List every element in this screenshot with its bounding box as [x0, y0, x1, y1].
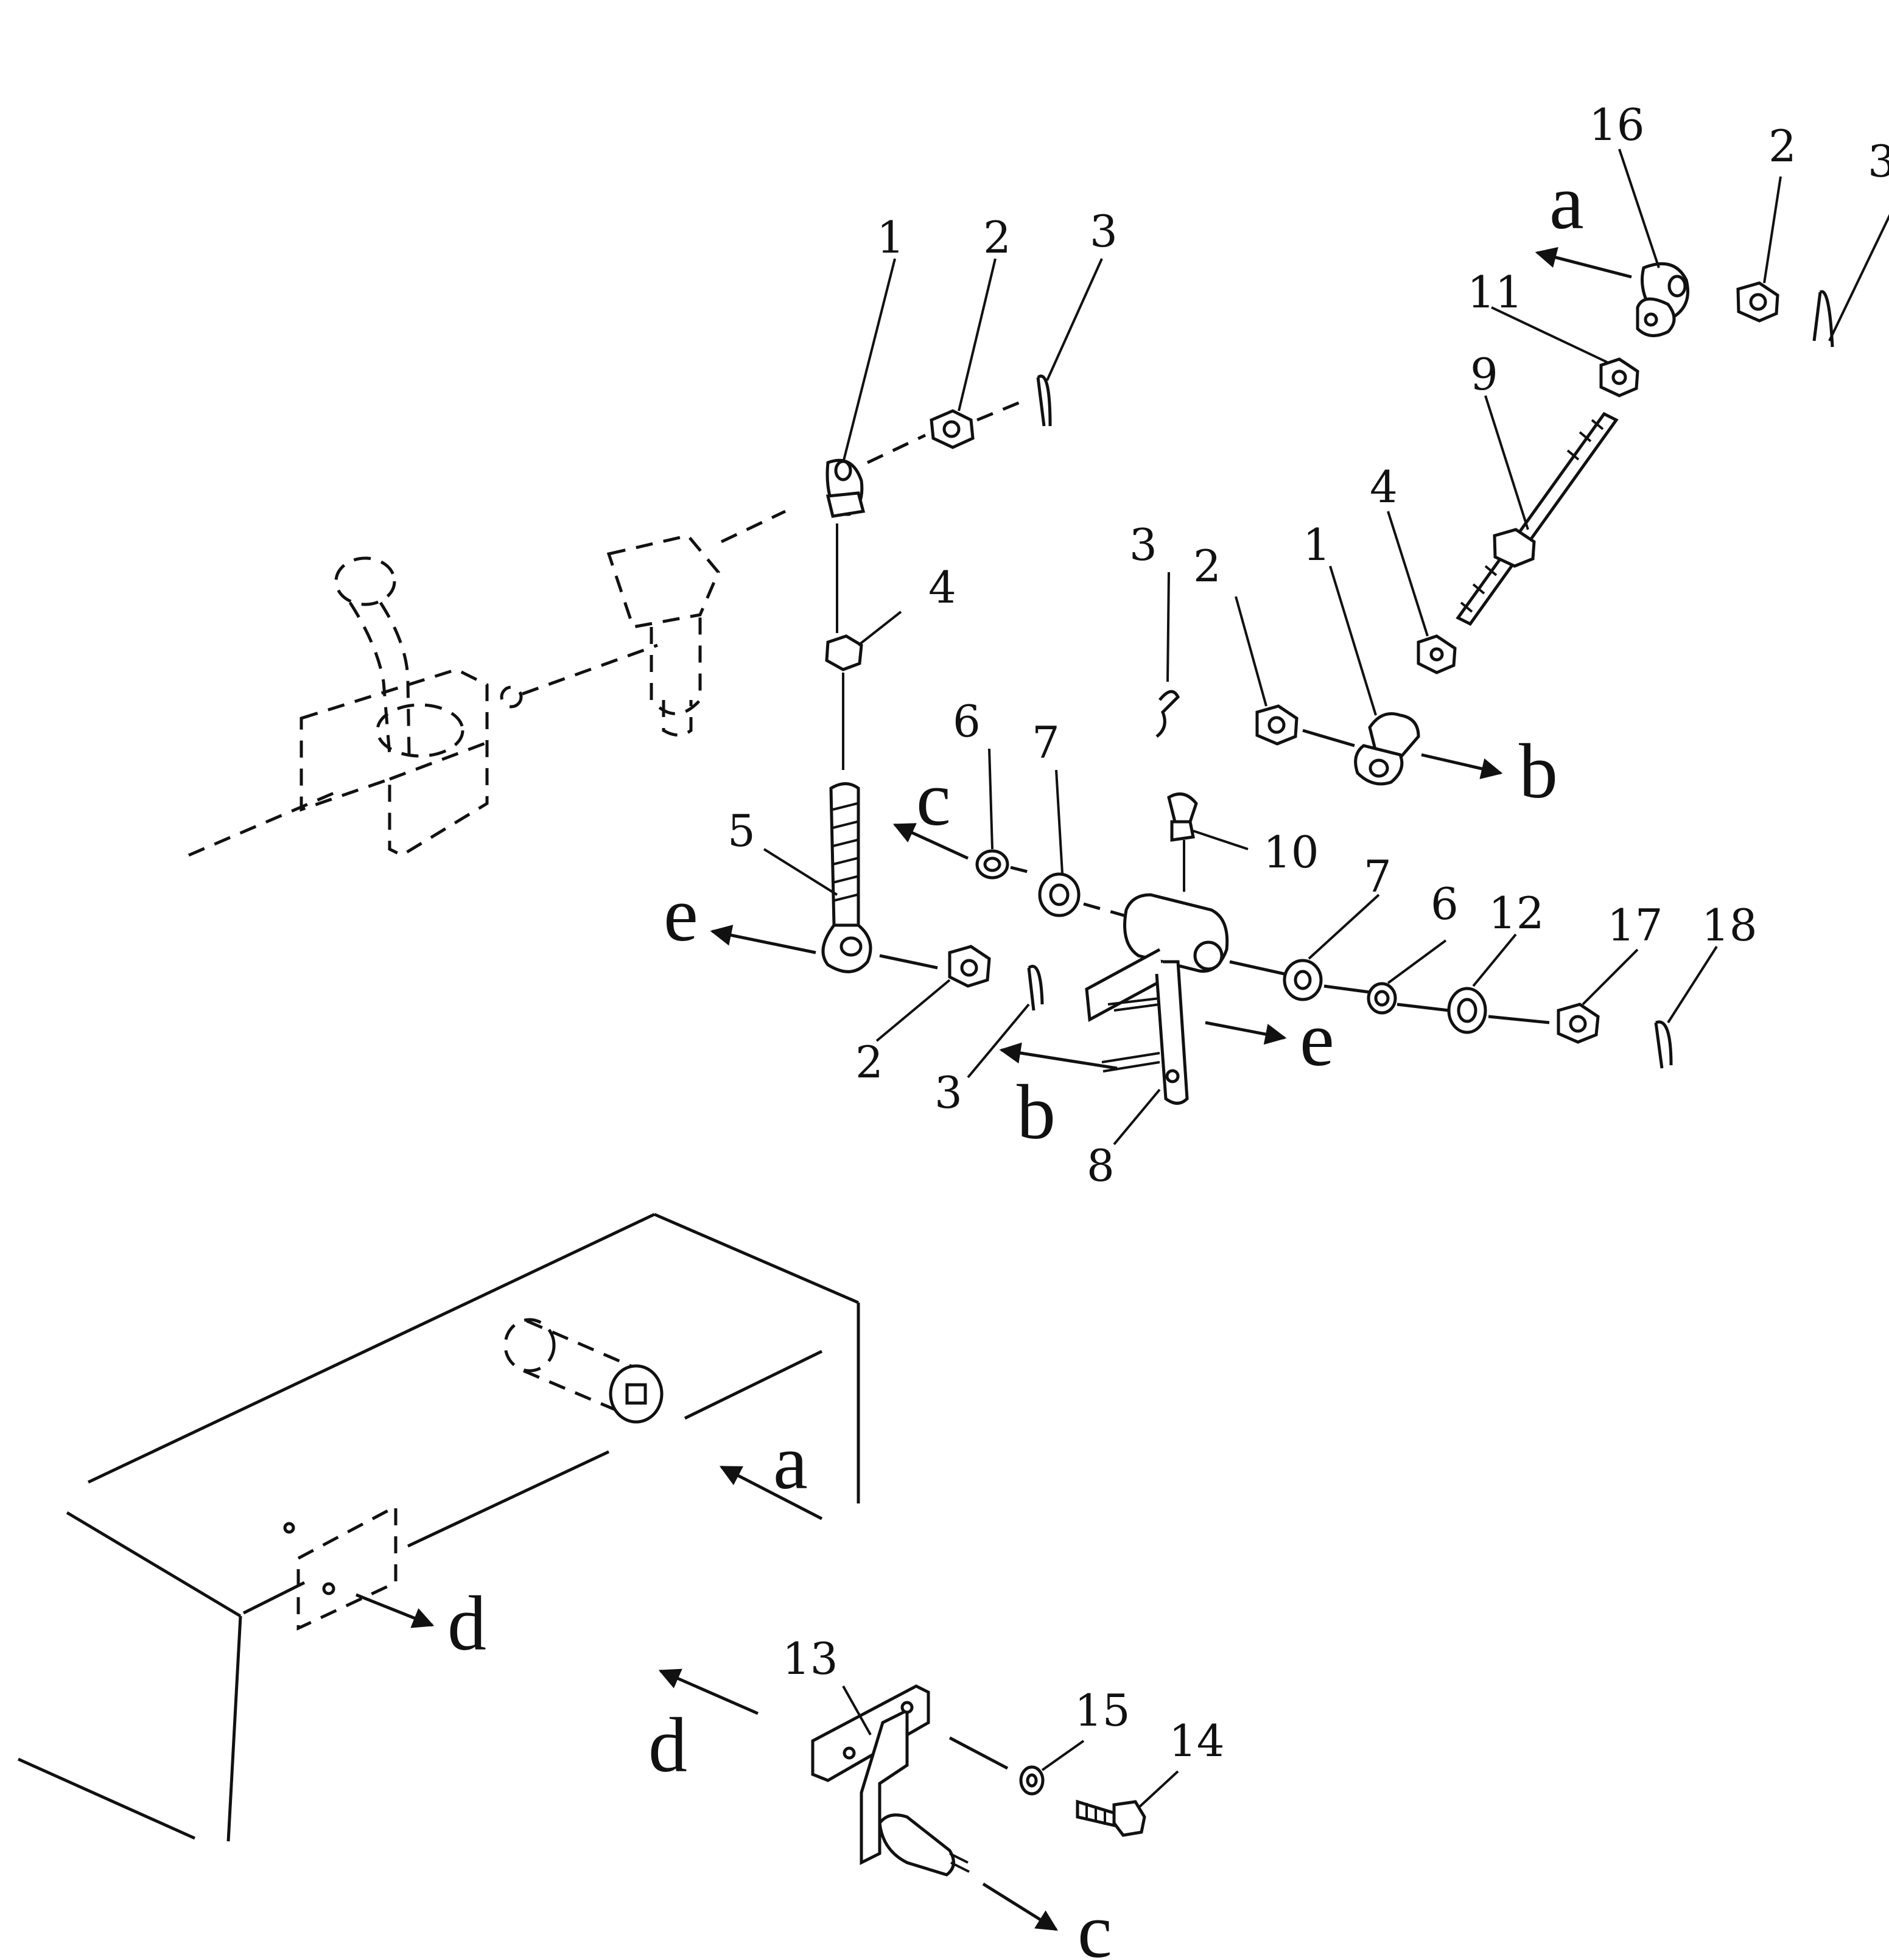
callout-17: 17: [1607, 900, 1663, 951]
callout-2-right: 2: [1193, 541, 1221, 592]
bushing-6-right: [1367, 982, 1397, 1015]
bellcrank-8: [1085, 893, 1229, 1105]
letter-e-right: e: [1300, 996, 1334, 1082]
rod-end-1-right: [1354, 712, 1420, 786]
cotter-pin-3-lower: [1027, 965, 1044, 1011]
housing-outline: [17, 1213, 860, 1842]
letter-a-upper: a: [1549, 159, 1584, 245]
letter-c-lower: c: [1078, 1888, 1112, 1960]
washer-12: [1447, 987, 1487, 1034]
callout-numbers: 1 2 3 16 2 3 11 9 4 3 2 1 4 6 7 10 5 7 6…: [727, 99, 1889, 1766]
letter-b-lower: b: [1017, 1069, 1056, 1155]
cotter-pin-3-upper: [1036, 374, 1052, 427]
callout-14: 14: [1169, 1715, 1225, 1766]
arrow-a-upper: [1535, 247, 1632, 279]
leader-lines: [763, 149, 1889, 1809]
nut-2-top-right: [1736, 281, 1779, 323]
bushing-6-left: [975, 849, 1009, 880]
callout-10: 10: [1263, 827, 1319, 878]
bolt-14: [1076, 1799, 1146, 1837]
mounting-plate-dashed: [283, 1503, 398, 1631]
callout-2-lower: 2: [855, 1037, 883, 1088]
callout-4-right: 4: [1370, 461, 1398, 513]
upper-rod-end-1: [825, 458, 866, 518]
arrow-c-upper: [892, 823, 969, 860]
letter-c-upper: c: [916, 755, 951, 842]
callout-13: 13: [782, 1633, 838, 1684]
nut-2-lower: [948, 945, 991, 988]
washer-7-right: [1283, 959, 1323, 1001]
callout-6-left: 6: [953, 696, 981, 747]
callout-16: 16: [1589, 99, 1645, 150]
callout-7-right: 7: [1364, 851, 1392, 902]
lock-washer-15: [1019, 1765, 1045, 1796]
arrow-b-lower: [999, 1042, 1118, 1070]
nut-2-right: [1255, 704, 1298, 746]
letter-b-upper: b: [1519, 728, 1558, 814]
arrow-d-upper: [356, 1593, 435, 1628]
bracket-13: [811, 1684, 970, 1877]
letter-d-lower: d: [648, 1702, 687, 1788]
lever-bracket: [606, 509, 787, 737]
nut-4-upper: [825, 634, 863, 671]
callout-2-top-right: 2: [1768, 121, 1796, 172]
arrow-letters: a a b b c c d d e e: [447, 159, 1584, 1960]
callout-4-upper: 4: [928, 562, 956, 613]
callout-15: 15: [1074, 1685, 1130, 1736]
rod-end-5: [821, 782, 872, 973]
arrow-b-upper: [1421, 753, 1503, 779]
callout-3-upper: 3: [1090, 206, 1118, 257]
rod-end-16: [1636, 262, 1689, 337]
callout-3-top-right: 3: [1868, 136, 1889, 187]
letter-a-lower: a: [773, 1419, 808, 1505]
arrow-e-left: [710, 925, 816, 954]
arrow-e-right: [1205, 1021, 1287, 1045]
cotter-pin-3-right: [1155, 690, 1180, 738]
callout-11: 11: [1467, 267, 1523, 318]
threaded-rod-9: [1456, 411, 1619, 626]
callout-6-right: 6: [1431, 878, 1459, 929]
callout-9: 9: [1470, 349, 1498, 400]
callout-18: 18: [1702, 900, 1758, 951]
shaft-stub: [503, 1318, 664, 1424]
letter-d-upper: d: [447, 1580, 486, 1667]
arrow-d-lower: [658, 1668, 759, 1715]
callout-2-upper: 2: [983, 212, 1011, 263]
nut-11: [1599, 357, 1639, 397]
nut-4-right: [1417, 634, 1457, 674]
callout-1-upper: 1: [877, 212, 905, 263]
callout-12: 12: [1488, 887, 1544, 939]
direction-arrows: [356, 247, 1632, 1931]
letter-e-left: e: [664, 871, 698, 957]
nut-2-upper: [930, 409, 975, 449]
nut-17: [1557, 1003, 1600, 1044]
callout-1-right: 1: [1303, 519, 1331, 570]
cotter-pin-18: [1654, 1020, 1673, 1069]
washer-7-left: [1038, 872, 1081, 917]
callout-8: 8: [1087, 1140, 1115, 1191]
control-lever-assembly: [188, 556, 658, 857]
arrow-a-lower: [719, 1465, 823, 1521]
arrow-c-lower: [982, 1882, 1058, 1931]
grease-fitting-10: [1167, 792, 1198, 892]
callout-3-lower: 3: [934, 1067, 962, 1118]
callout-3-right: 3: [1129, 519, 1157, 570]
callout-7-left: 7: [1032, 717, 1060, 768]
callout-5: 5: [727, 805, 755, 856]
